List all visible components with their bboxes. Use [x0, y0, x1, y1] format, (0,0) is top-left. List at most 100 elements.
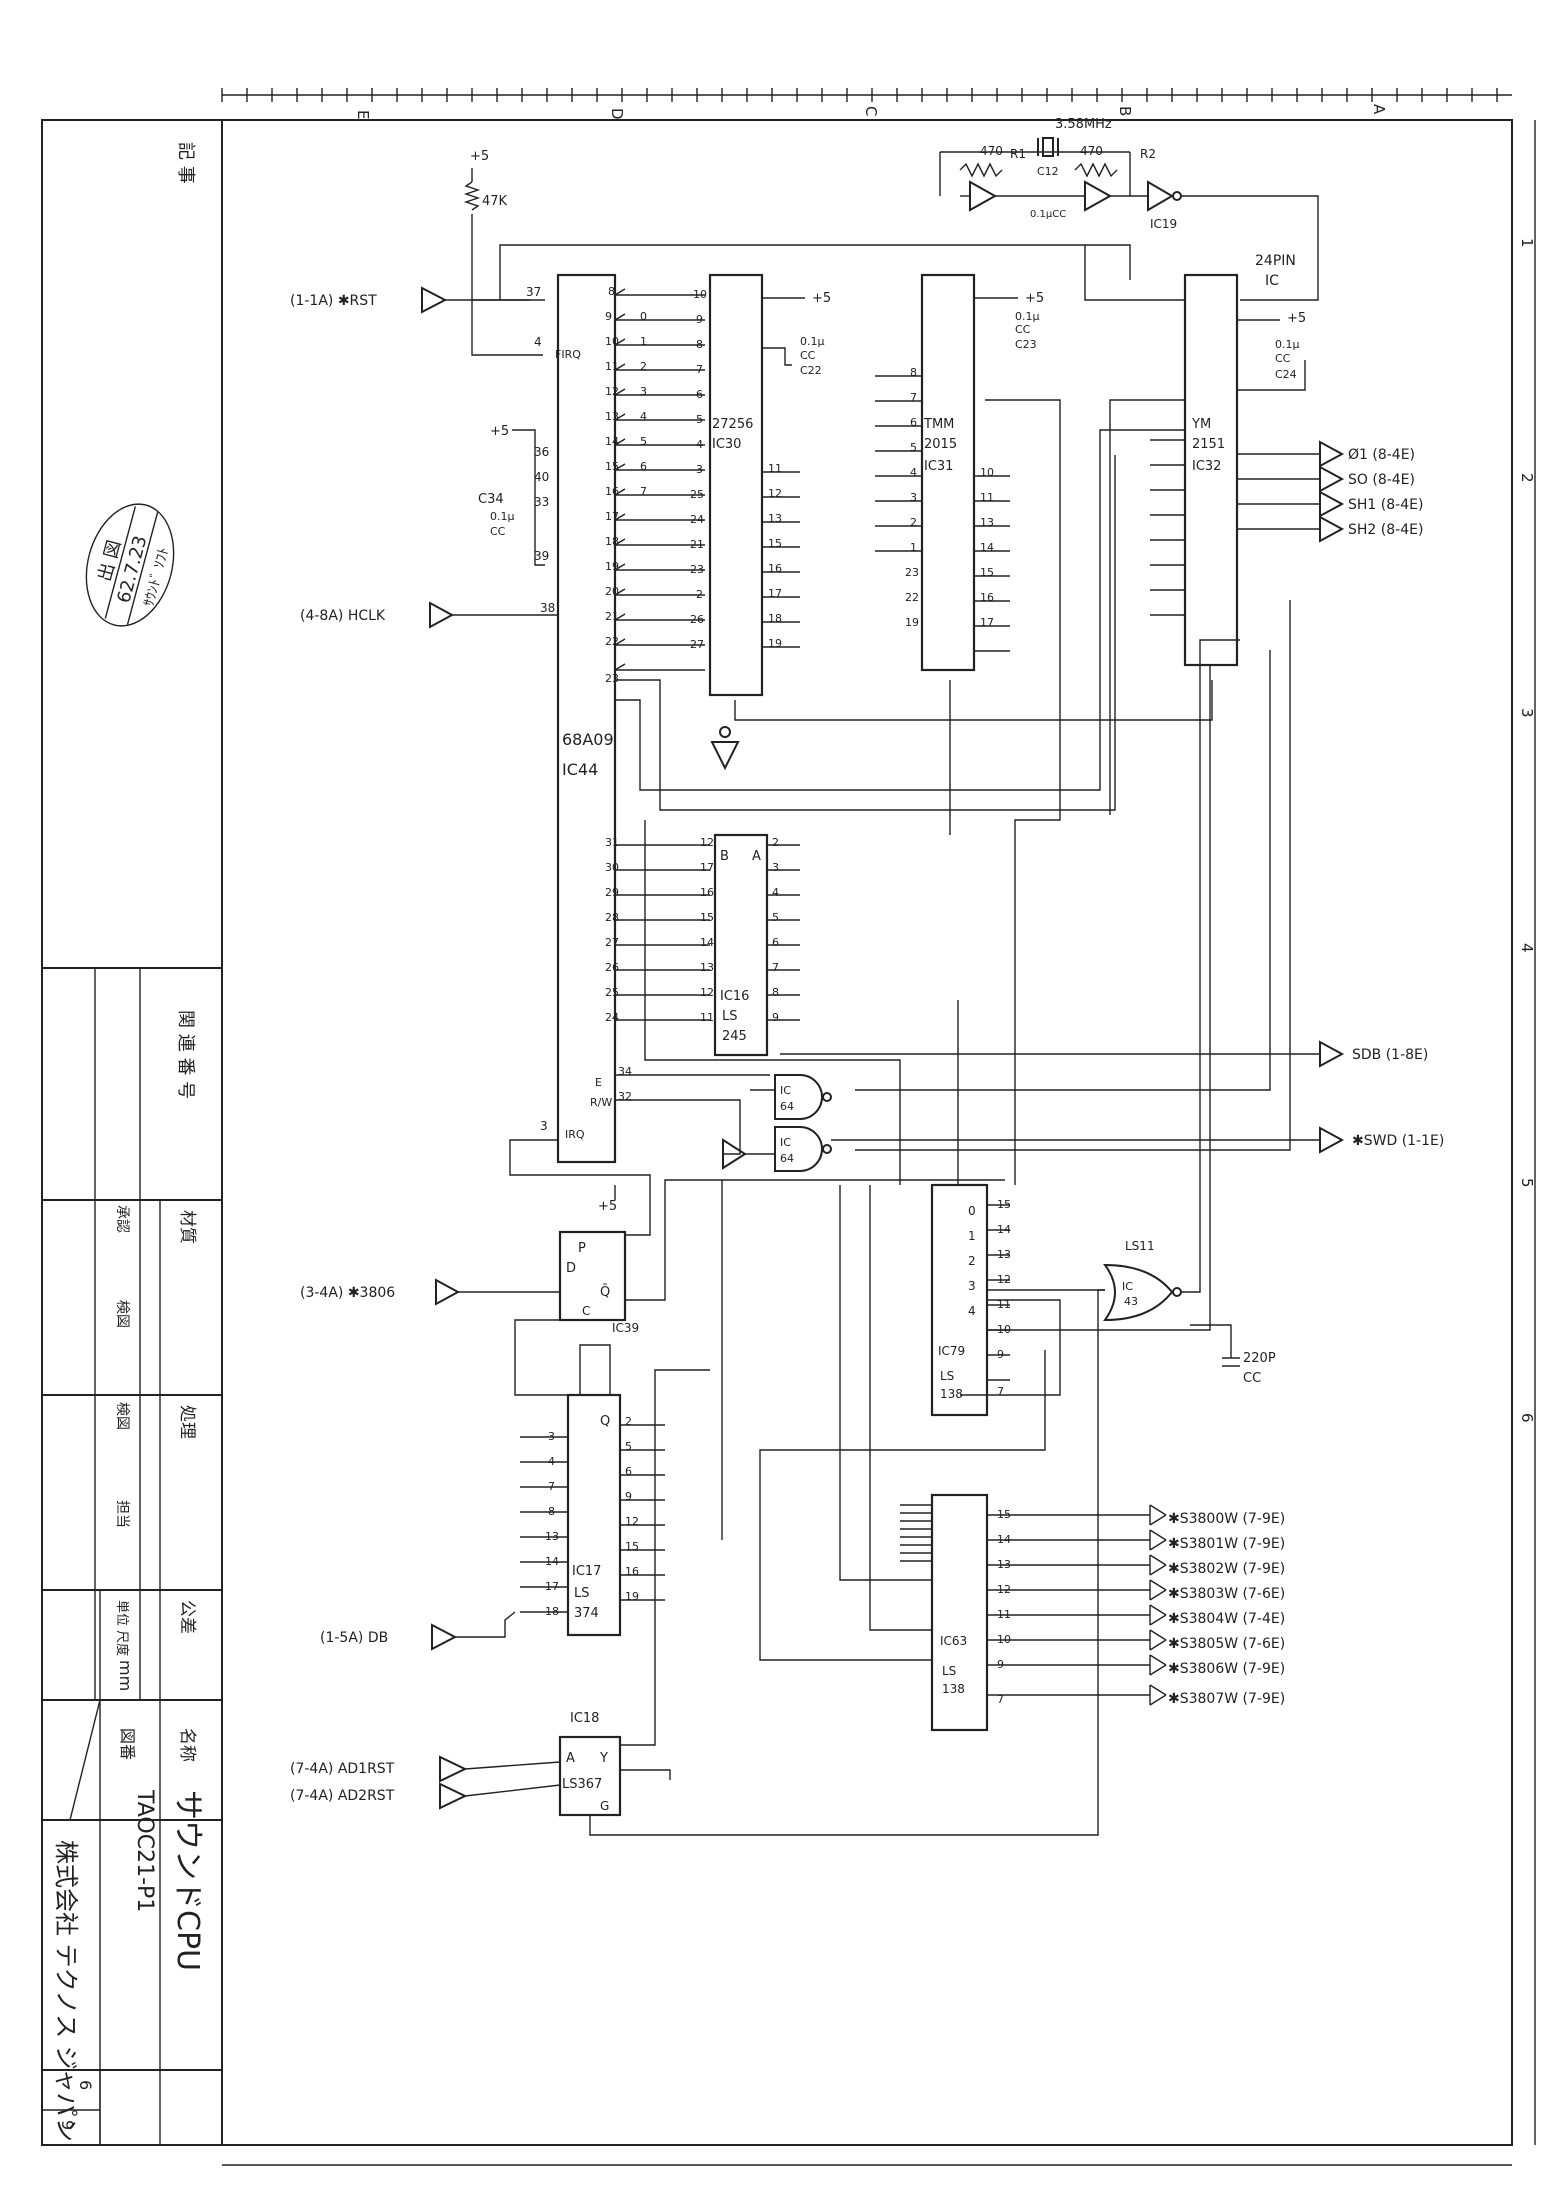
ic44-pin-a15: 23	[605, 672, 619, 685]
svg-text:3: 3	[910, 491, 917, 504]
ic44-rw: R/W	[590, 1096, 612, 1109]
sheet-number: 6	[76, 2080, 95, 2090]
ic44-pin-4: 4	[534, 335, 542, 349]
svg-text:8: 8	[696, 338, 703, 351]
svg-text:6: 6	[640, 460, 647, 473]
svg-text:12: 12	[700, 986, 714, 999]
svg-text:6: 6	[772, 936, 779, 949]
svg-text:A: A	[752, 849, 761, 864]
ic44-pin-d4: 27	[605, 936, 619, 949]
ruler-letter-b: B	[1116, 106, 1134, 116]
ic30-inverter	[710, 741, 740, 771]
wire	[1149, 1514, 1167, 1526]
svg-text:4: 4	[910, 466, 917, 479]
ic44-pin-d6: 25	[605, 986, 619, 999]
ic63-decoder: IC63 LS 138	[930, 1493, 989, 1732]
svg-text:43: 43	[1124, 1295, 1138, 1308]
wire	[614, 438, 626, 446]
svg-text:13: 13	[768, 512, 782, 525]
wire	[614, 338, 626, 346]
output-s3804: ✱S3804W (7-4E)	[1168, 1611, 1285, 1627]
svg-text:15: 15	[625, 1540, 639, 1553]
ic44-pin-33: 33	[534, 495, 549, 509]
svg-text:7: 7	[696, 363, 703, 376]
approval-label-2: 検図	[114, 1300, 130, 1328]
ic44-pin-a5: 13	[605, 410, 619, 423]
ic32-note-1: 24PIN	[1255, 253, 1296, 269]
drawing-number-label: 図番	[118, 1728, 137, 1760]
ic44-pin-d0: 31	[605, 836, 619, 849]
material-label: 材質	[177, 1210, 197, 1244]
tolerance-label: 公差	[177, 1600, 197, 1634]
ic44-pin-a11: 19	[605, 560, 619, 573]
wire	[1149, 1589, 1167, 1601]
input-rst: (1-1A) ✱RST	[290, 293, 377, 309]
wire	[614, 413, 626, 421]
output-sdb: SDB (1-8E)	[1352, 1047, 1428, 1063]
c34-val: 0.1μ	[490, 510, 515, 523]
svg-text:12: 12	[768, 487, 782, 500]
ic30-ref: IC30	[712, 437, 741, 452]
ic79-decoder: 0 1 2 3 4 IC79 LS 138	[930, 1183, 989, 1417]
c220p-type: CC	[1243, 1371, 1261, 1386]
ic43-gate: LS11 IC 43	[1103, 1239, 1182, 1322]
unit-label: 単位 尺度	[114, 1600, 130, 1656]
c23-type: CC	[1015, 323, 1031, 336]
ic44-left-pins: 37 4 36 40 33 39 38 3	[526, 285, 555, 1133]
crystal-label: 3.58MHz	[1055, 117, 1112, 132]
output-s3802: ✱S3802W (7-9E)	[1168, 1561, 1285, 1577]
ic44-pin-3: 3	[540, 1119, 548, 1133]
wire	[1149, 1539, 1167, 1551]
wire	[1149, 1579, 1167, 1591]
ruler-number-5: 5	[1518, 1178, 1536, 1188]
svg-text:9: 9	[625, 1490, 632, 1503]
svg-text:18: 18	[768, 612, 782, 625]
ic16-right-pins: 2 3 4 5 6 7 8 9	[772, 836, 779, 1024]
ic31-ref: IC31	[924, 459, 953, 474]
ic30-rom: 27256 IC30	[708, 273, 764, 771]
ic44-pin-a4: 12	[605, 385, 619, 398]
wire	[614, 588, 626, 596]
svg-text:21: 21	[690, 538, 704, 551]
ic44-cpu: 68A09 IC44 FIRQ IRQ E R/W	[555, 273, 617, 1164]
output-s3805: ✱S3805W (7-6E)	[1168, 1636, 1285, 1652]
ic32-ref: IC32	[1192, 459, 1221, 474]
ic31-part-1: TMM	[923, 417, 954, 432]
related-number-label: 関 連 番 号	[175, 1010, 196, 1099]
output-phi1: Ø1 (8-4E)	[1348, 447, 1415, 463]
r1-label: R1	[1010, 147, 1026, 161]
wire	[614, 613, 626, 621]
ic44-pin-38: 38	[540, 601, 555, 615]
ic18-ref: IC18	[570, 1711, 599, 1726]
ruler-number-1: 1	[1518, 238, 1536, 248]
ruler-number-6: 6	[1518, 1413, 1536, 1423]
ic64-gate-b: IC 64	[722, 1126, 832, 1172]
ic16-transceiver: B A IC16 LS 245	[713, 833, 769, 1057]
wire	[614, 488, 626, 496]
unit-value: mm	[116, 1660, 135, 1691]
wire	[1149, 1664, 1167, 1676]
wire	[1149, 1684, 1167, 1696]
svg-text:16: 16	[625, 1565, 639, 1578]
wire	[614, 463, 626, 471]
input-ad2rst: (7-4A) AD2RST	[290, 1788, 395, 1804]
c22-type: CC	[800, 349, 816, 362]
vcc-top: +5	[470, 149, 489, 164]
output-sh2: SH2 (8-4E)	[1348, 522, 1423, 538]
svg-text:14: 14	[980, 541, 994, 554]
ic44-pin-a2: 10	[605, 335, 619, 348]
svg-text:3: 3	[548, 1430, 555, 1443]
oscillator: 3.58MHz R1 R2 470 470 C12 0.1μCC IC19	[939, 117, 1319, 301]
c24-val: 0.1μ	[1275, 338, 1300, 351]
ic63-num: 138	[942, 1682, 965, 1696]
output-swd: ✱SWD (1-1E)	[1352, 1133, 1444, 1149]
ic44-pin-a9: 17	[605, 510, 619, 523]
ic17-ref: IC17	[572, 1564, 601, 1579]
svg-text:17: 17	[980, 616, 994, 629]
r2-label: R2	[1140, 147, 1156, 161]
svg-text:5: 5	[772, 911, 779, 924]
ic17-ls: LS	[574, 1586, 590, 1601]
svg-text:6: 6	[696, 388, 703, 401]
svg-text:23: 23	[905, 566, 919, 579]
